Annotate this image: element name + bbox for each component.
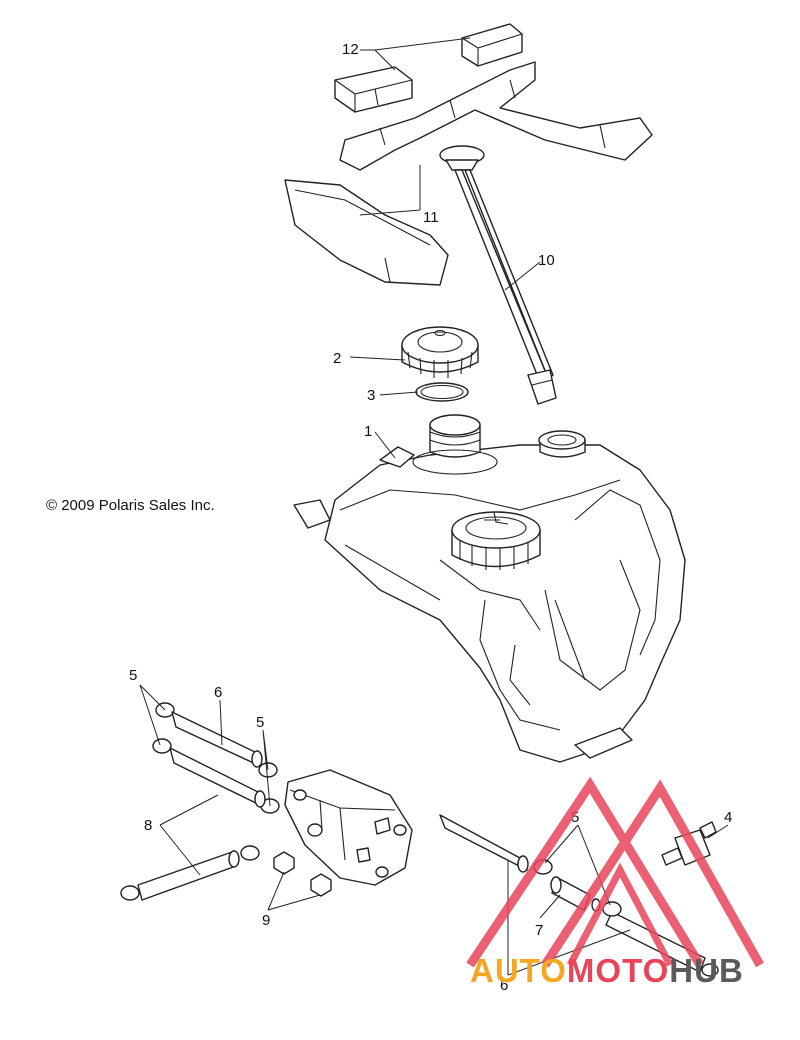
leader-lines (139, 37, 729, 976)
watermark-logo-icon (466, 776, 764, 968)
callout-6-left: 6 (214, 684, 222, 701)
callout-5-middle: 5 (256, 714, 264, 731)
part-2-fuel-cap (401, 326, 479, 378)
part-9-nuts (273, 851, 332, 897)
callout-11: 11 (423, 209, 439, 226)
part-6-hoses-left (169, 711, 266, 808)
callout-5-left: 5 (129, 667, 137, 684)
callout-labels: 12 11 10 2 3 1 5 6 5 8 9 5 4 7 6 (129, 41, 732, 994)
callout-5-right: 5 (571, 809, 579, 826)
callout-4: 4 (724, 809, 732, 826)
callout-1: 1 (364, 423, 372, 440)
part-8-hose (120, 845, 260, 901)
part-11-strap (284, 61, 653, 286)
copyright-notice: © 2009 Polaris Sales Inc. (46, 497, 215, 514)
callout-6-right: 6 (500, 977, 508, 994)
watermark-text: AUTOMOTOHUB (470, 952, 744, 990)
callout-12: 12 (342, 41, 359, 58)
callout-2: 2 (333, 350, 341, 367)
callout-7: 7 (535, 922, 543, 939)
callout-8: 8 (144, 817, 152, 834)
part-3-o-ring (415, 382, 469, 402)
part-1-fuel-tank (293, 414, 686, 763)
callout-3: 3 (367, 387, 375, 404)
fuel-pump (284, 769, 413, 886)
watermark-moto: MOTO (566, 952, 670, 989)
watermark-hub: HUB (669, 952, 744, 989)
callout-10: 10 (538, 252, 555, 269)
watermark-auto: AUTO (470, 952, 567, 989)
part-10-fuel-sender (439, 145, 557, 405)
callout-9: 9 (262, 912, 270, 929)
part-12-pads (334, 23, 523, 113)
